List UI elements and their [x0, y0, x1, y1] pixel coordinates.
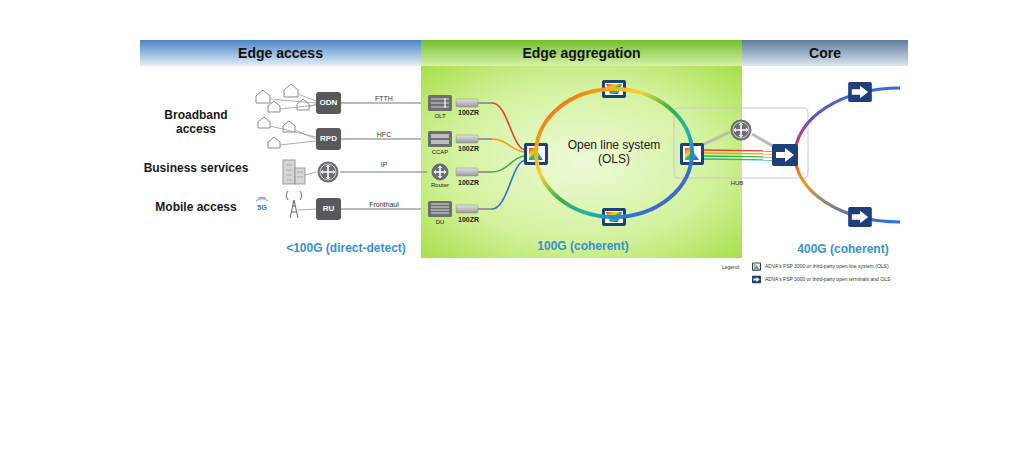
node-label: CCAP [432, 149, 449, 156]
link-label-box: HFC [377, 131, 391, 139]
text-label: 100ZR [458, 216, 479, 224]
text-label: IP [381, 161, 388, 169]
label-box: 5G [257, 204, 266, 212]
device-box: ODN [316, 92, 341, 114]
text-label: 5G [257, 204, 266, 212]
link-line [341, 208, 427, 209]
node-label: Router [431, 182, 449, 189]
label-box: Mobile access [155, 201, 236, 215]
link-line [341, 102, 427, 103]
link-label: HFC [377, 131, 391, 138]
legend-text: ADVA's FSP 3000 or third-party open line… [765, 264, 889, 270]
legend-entry: ADVA's FSP 3000 or third-party open line… [765, 264, 889, 270]
label-box: 100ZR [458, 145, 479, 153]
link-label: FTTH [375, 95, 393, 102]
link-label-box: FTTH [375, 95, 393, 103]
text-label: Business services [144, 162, 249, 176]
label-box: IP [381, 161, 388, 169]
node-label: ODN [320, 98, 338, 107]
link-label: Fronthaul [369, 201, 399, 208]
router-device: Router [427, 163, 453, 191]
du-device: DU [427, 200, 453, 228]
text-label: 100ZR [458, 179, 479, 187]
section-header: Edge aggregation [421, 40, 742, 66]
device-box: RU [316, 198, 341, 220]
label-box: Legend: [722, 265, 740, 271]
section-title: Edge access [238, 45, 323, 61]
link-line [341, 138, 427, 139]
label-box: Business services [144, 162, 249, 176]
section-title: Core [809, 45, 841, 61]
ols-ring: Open line system (OLS) [534, 87, 694, 219]
section-header: Edge access [140, 40, 421, 66]
text-label: 100ZR [458, 109, 479, 117]
text-label: 400G (coherent) [797, 243, 888, 257]
text-label: Broadband access [156, 109, 236, 137]
label-box: 100G (coherent) [537, 240, 628, 254]
label-box: <100G (direct-detect) [286, 242, 406, 256]
label-box: HUB [731, 180, 744, 187]
legend-text: ADVA's FSP 3000 or third-party open term… [765, 277, 890, 283]
text-label: Mobile access [155, 201, 236, 215]
olt-device: OLT [427, 94, 453, 122]
node-label: RPD [320, 134, 337, 143]
label-box: 100ZR [458, 216, 479, 224]
text-label: 100ZR [458, 145, 479, 153]
node-label: RU [323, 204, 335, 213]
label-box: 100ZR [458, 109, 479, 117]
text-label: Legend: [722, 265, 740, 271]
section-header: Core [742, 40, 908, 66]
node-label: Open line system (OLS) [564, 139, 664, 167]
node-label: OLT [434, 113, 445, 120]
ccap-device: CCAP [427, 130, 453, 158]
label-box: 100ZR [458, 179, 479, 187]
node-label: DU [436, 219, 445, 226]
text-label: <100G (direct-detect) [286, 242, 406, 256]
device-box: RPD [316, 128, 341, 150]
label-box: Broadband access [156, 109, 236, 137]
legend-entry: ADVA's FSP 3000 or third-party open term… [765, 277, 890, 283]
link-label-box: Fronthaul [369, 201, 399, 209]
text-label: 100G (coherent) [537, 240, 628, 254]
section-title: Edge aggregation [522, 45, 640, 61]
label-box: 400G (coherent) [797, 243, 888, 257]
text-label: HUB [731, 180, 744, 187]
